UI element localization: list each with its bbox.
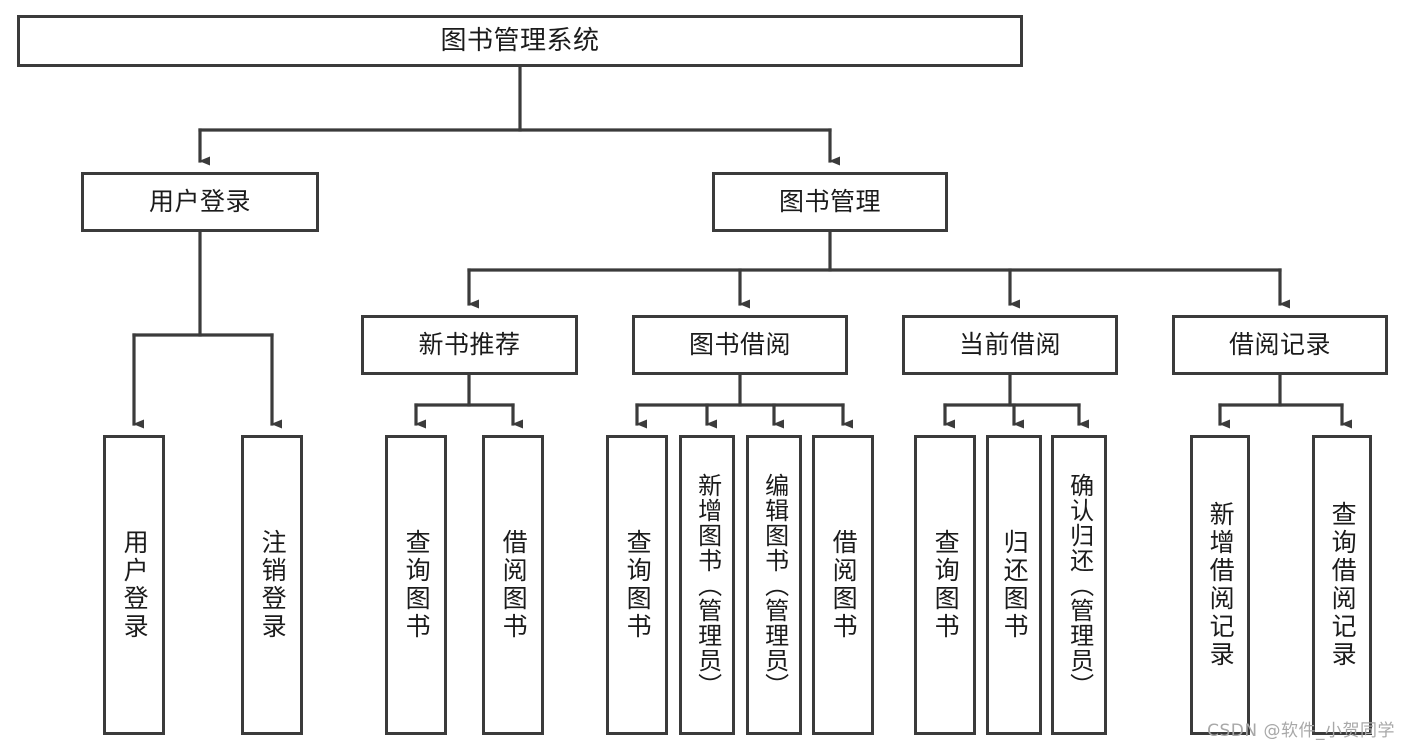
node-current-borrow-label: 当前借阅 <box>958 330 1061 360</box>
node-leaf-borrow-book-rec-label: 借阅图书 <box>499 529 529 641</box>
node-root-label: 图书管理系统 <box>440 25 600 56</box>
node-leaf-edit-book-admin-label: 编辑图书（管理员） <box>760 472 789 698</box>
node-leaf-query-book-borrow-label: 查询图书 <box>623 529 653 641</box>
node-leaf-query-book-borrow[interactable]: 查询图书 <box>606 435 668 735</box>
node-leaf-return-book-label: 归还图书 <box>1000 529 1030 641</box>
node-user-login[interactable]: 用户登录 <box>81 172 319 232</box>
node-user-login-label: 用户登录 <box>148 187 251 217</box>
node-leaf-borrow-book-rec[interactable]: 借阅图书 <box>482 435 544 735</box>
node-leaf-user-login[interactable]: 用户登录 <box>103 435 165 735</box>
watermark: CSDN @软件_小贺同学 <box>1207 721 1395 741</box>
node-borrow-record[interactable]: 借阅记录 <box>1172 315 1388 375</box>
node-leaf-add-borrow-record[interactable]: 新增借阅记录 <box>1190 435 1250 735</box>
node-leaf-logout[interactable]: 注销登录 <box>241 435 303 735</box>
node-leaf-query-borrow-record-label: 查询借阅记录 <box>1328 501 1358 669</box>
node-leaf-add-borrow-record-label: 新增借阅记录 <box>1206 501 1236 669</box>
node-leaf-return-book[interactable]: 归还图书 <box>986 435 1042 735</box>
node-leaf-confirm-return-admin[interactable]: 确认归还（管理员） <box>1051 435 1107 735</box>
node-book-manage-label: 图书管理 <box>778 187 881 217</box>
node-leaf-borrow-book[interactable]: 借阅图书 <box>812 435 874 735</box>
node-leaf-add-book-admin[interactable]: 新增图书（管理员） <box>679 435 735 735</box>
node-new-book-rec[interactable]: 新书推荐 <box>361 315 578 375</box>
node-leaf-confirm-return-admin-label: 确认归还（管理员） <box>1065 472 1094 698</box>
node-leaf-borrow-book-label: 借阅图书 <box>829 529 859 641</box>
node-book-borrow[interactable]: 图书借阅 <box>632 315 848 375</box>
node-current-borrow[interactable]: 当前借阅 <box>902 315 1118 375</box>
node-root[interactable]: 图书管理系统 <box>17 15 1023 67</box>
node-book-borrow-label: 图书借阅 <box>688 330 791 360</box>
node-borrow-record-label: 借阅记录 <box>1228 330 1331 360</box>
node-new-book-rec-label: 新书推荐 <box>418 330 521 360</box>
node-leaf-logout-label: 注销登录 <box>258 529 288 641</box>
node-leaf-edit-book-admin[interactable]: 编辑图书（管理员） <box>746 435 802 735</box>
node-leaf-query-book-current[interactable]: 查询图书 <box>914 435 976 735</box>
node-leaf-query-book-current-label: 查询图书 <box>931 529 961 641</box>
node-leaf-user-login-label: 用户登录 <box>120 529 150 641</box>
node-leaf-query-book-rec[interactable]: 查询图书 <box>385 435 447 735</box>
node-leaf-query-book-rec-label: 查询图书 <box>402 529 432 641</box>
node-leaf-query-borrow-record[interactable]: 查询借阅记录 <box>1312 435 1372 735</box>
node-book-manage[interactable]: 图书管理 <box>712 172 948 232</box>
node-leaf-add-book-admin-label: 新增图书（管理员） <box>693 472 722 698</box>
